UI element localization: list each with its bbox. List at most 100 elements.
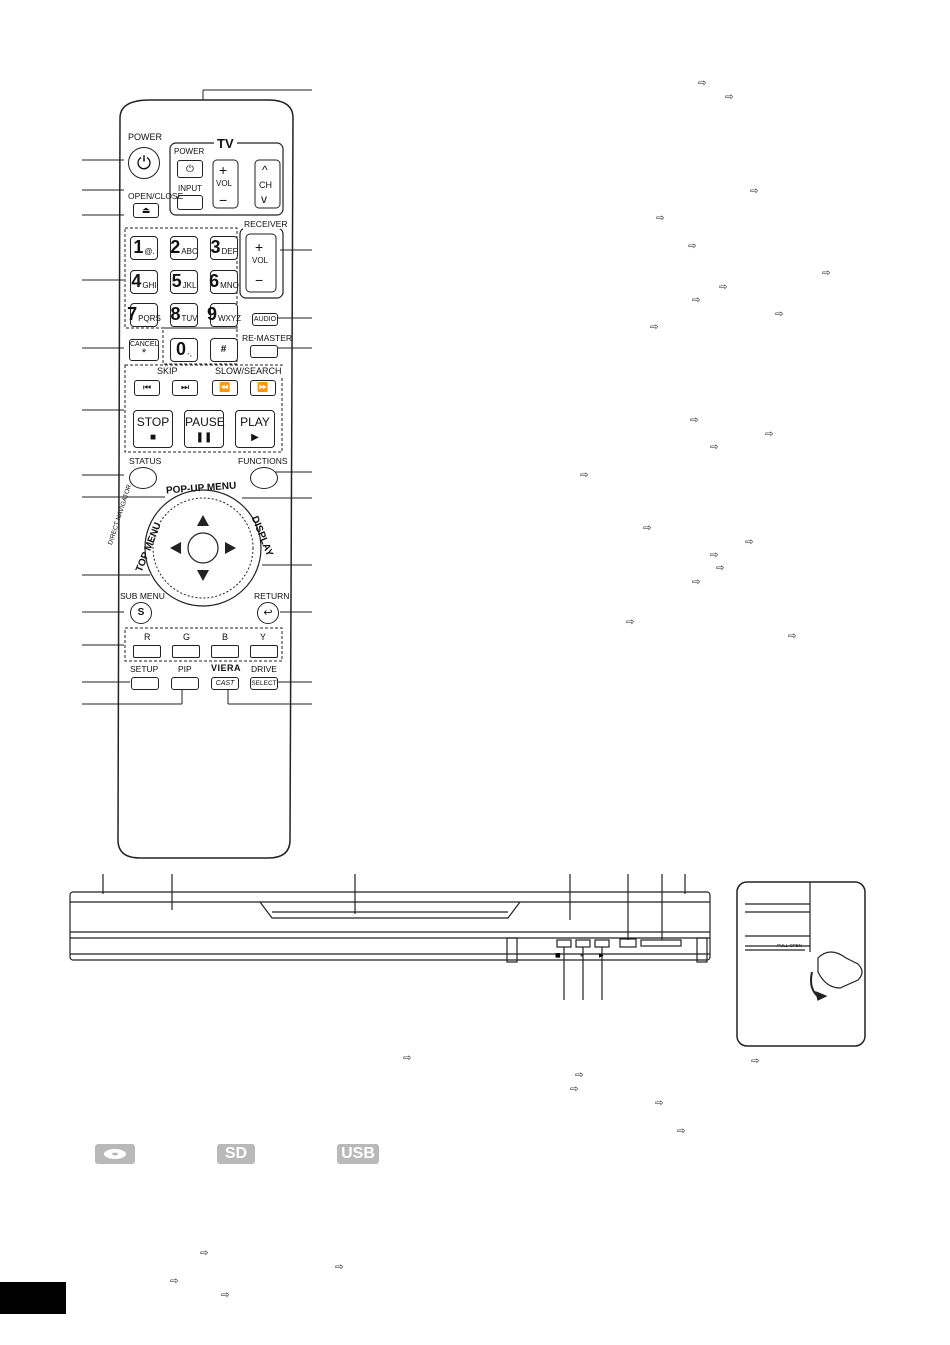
main-unit-outline: ■ ⏸ ▶	[69, 874, 866, 1047]
number-key-digit: 7	[127, 304, 138, 324]
skip-label: SKIP	[155, 366, 180, 376]
number-key-hash[interactable]: #	[210, 338, 238, 362]
ref-arrow-icon: ⇨	[677, 1126, 686, 1137]
return-button[interactable]: ↩	[257, 602, 279, 624]
number-key-digit: 6	[209, 271, 220, 291]
ref-arrow-icon: ⇨	[765, 429, 774, 440]
ref-arrow-icon: ⇨	[745, 537, 754, 548]
ref-arrow-icon: ⇨	[170, 1276, 179, 1287]
number-key-letters: GHI	[142, 281, 157, 290]
stop-label: STOP	[136, 415, 170, 429]
tv-input-label: INPUT	[178, 184, 202, 193]
skip-back-icon: ⏮	[142, 383, 152, 393]
re-master-button[interactable]	[250, 345, 278, 358]
number-key-letters: JKL	[182, 281, 197, 290]
ref-arrow-icon: ⇨	[822, 268, 831, 279]
pip-button[interactable]	[171, 677, 199, 690]
ref-arrow-icon: ⇨	[698, 78, 707, 89]
functions-label: FUNCTIONS	[238, 456, 288, 466]
sd-label: SD	[224, 1145, 248, 1162]
fast-forward-button[interactable]: ⏩	[250, 380, 276, 396]
receiver-vol-plus-icon[interactable]: +	[255, 239, 264, 255]
eject-icon: ⏏	[141, 205, 151, 216]
play-button[interactable]: PLAY▶	[235, 410, 275, 448]
tv-vol-minus-icon[interactable]: −	[219, 192, 228, 208]
ref-arrow-icon: ⇨	[710, 442, 719, 453]
ref-arrow-icon: ⇨	[655, 1098, 664, 1109]
tv-ch-up-icon[interactable]: ^	[262, 163, 268, 177]
page-tab-marker	[0, 1282, 66, 1314]
number-key-1[interactable]: 1@.	[130, 236, 158, 260]
ref-arrow-icon: ⇨	[692, 577, 701, 588]
setup-button[interactable]	[131, 677, 159, 690]
color-g-label: G	[183, 632, 191, 642]
ref-arrow-icon: ⇨	[200, 1248, 209, 1259]
ref-arrow-icon: ⇨	[570, 1084, 579, 1095]
number-key-digit: 2	[170, 237, 181, 257]
audio-button[interactable]: AUDIO	[252, 313, 278, 326]
ref-arrow-icon: ⇨	[580, 470, 589, 481]
ref-arrow-icon: ⇨	[221, 1290, 230, 1301]
functions-button[interactable]	[250, 467, 278, 489]
play-label: PLAY	[240, 415, 270, 429]
red-button[interactable]	[133, 645, 161, 658]
viera-cast-button[interactable]: CAST	[211, 677, 239, 690]
power-icon: ⏻	[136, 152, 152, 174]
stop-button[interactable]: STOP■	[133, 410, 173, 448]
ref-arrow-icon: ⇨	[788, 631, 797, 642]
pause-button[interactable]: PAUSE❚❚	[184, 410, 225, 448]
sd-media-icon: SD	[217, 1144, 255, 1164]
ok-button[interactable]	[190, 535, 216, 561]
tv-vol-plus-icon[interactable]: +	[219, 162, 228, 178]
ref-arrow-icon: ⇨	[650, 322, 659, 333]
skip-back-button[interactable]: ⏮	[134, 380, 160, 396]
power-label: POWER	[128, 132, 163, 142]
pip-label: PIP	[178, 664, 192, 674]
tv-power-button[interactable]: ⏻	[177, 160, 203, 178]
cancel-label: CANCEL	[130, 341, 159, 348]
rewind-icon: ⏪	[219, 383, 231, 393]
ref-arrow-icon: ⇨	[719, 282, 728, 293]
number-key-letters: DEF	[221, 247, 238, 256]
number-key-letters: PQRS	[138, 314, 161, 323]
fast-forward-icon: ⏩	[257, 383, 269, 393]
drive-select-button[interactable]: SELECT	[250, 677, 278, 690]
svg-text:⏸: ⏸	[580, 952, 583, 959]
rewind-button[interactable]: ⏪	[212, 380, 238, 396]
tv-input-button[interactable]	[177, 195, 203, 210]
cancel-symbol: *	[141, 347, 147, 359]
tv-vol-label: VOL	[216, 179, 233, 188]
return-icon: ↩	[263, 606, 273, 619]
audio-label: AUDIO	[253, 316, 277, 323]
cancel-button[interactable]: CANCEL*	[129, 339, 159, 361]
number-key-digit: 1	[133, 237, 144, 257]
power-button[interactable]: ⏻	[128, 147, 160, 179]
blue-button[interactable]	[211, 645, 239, 658]
status-button[interactable]	[129, 467, 157, 489]
number-key-letters: WXYZ	[217, 314, 242, 323]
open-close-button[interactable]: ⏏	[133, 203, 159, 218]
number-key-letters: MNO	[220, 281, 239, 290]
ref-arrow-icon: ⇨	[643, 523, 652, 534]
skip-forward-button[interactable]: ⏭	[172, 380, 198, 396]
number-key-digit: 9	[206, 304, 217, 324]
tv-ch-label: CH	[259, 180, 272, 190]
receiver-vol-minus-icon[interactable]: −	[255, 272, 264, 288]
cast-label: CAST	[215, 680, 235, 687]
sub-menu-key-label: S	[137, 607, 145, 618]
yellow-button[interactable]	[250, 645, 278, 658]
sub-menu-button[interactable]: S	[130, 602, 152, 624]
number-key-0[interactable]: 0-,	[170, 338, 198, 362]
receiver-label: RECEIVER	[243, 219, 289, 229]
tv-ch-down-icon[interactable]: v	[261, 192, 267, 206]
ref-arrow-icon: ⇨	[716, 563, 725, 574]
green-button[interactable]	[172, 645, 200, 658]
